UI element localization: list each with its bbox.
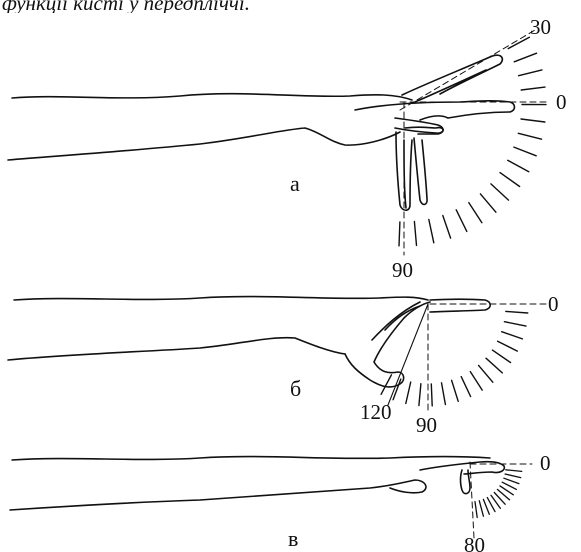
panel-c-forearm-lower <box>10 480 426 510</box>
panel-b-angle-scale <box>381 311 528 406</box>
panel-c-scale-tick <box>504 478 519 483</box>
panel-a-scale-tick <box>508 37 529 48</box>
panel-a-scale-tick <box>519 70 542 76</box>
panel-a-scale-tick <box>480 194 496 212</box>
panel-c-angle-scale <box>475 470 522 518</box>
panel-b-scale-tick <box>492 350 510 362</box>
panel-a-thumb <box>395 118 443 133</box>
panel-b-hand-flexed <box>345 302 430 387</box>
panel-b-scale-tick <box>498 341 518 351</box>
panel-b-scale-tick <box>406 382 411 403</box>
panel-b-forearm-upper <box>14 297 428 300</box>
panel-a-label: а <box>290 171 300 196</box>
panel-b-scale-tick <box>486 358 502 373</box>
panel-a-scale-tick <box>429 219 434 242</box>
panel-b-scale-tick <box>419 384 421 406</box>
panel-c-scale-tick <box>483 499 489 514</box>
panel-b-drawing <box>8 297 548 410</box>
panel-a-scale-tick <box>521 87 545 90</box>
panel-c-scale-tick <box>479 501 483 516</box>
panel-c-angle-label-80: 80 <box>464 533 485 552</box>
panel-a-axis-30 <box>400 30 535 110</box>
panel-a-scale-tick <box>443 216 451 239</box>
panel-a-drawing <box>8 30 548 255</box>
panel-b-scale-tick <box>479 365 493 382</box>
panel-b-scale-tick <box>431 384 432 406</box>
panel-c-forearm-upper <box>12 457 490 461</box>
panel-b-scale-tick <box>461 377 470 397</box>
panel-c-fingers <box>420 462 504 474</box>
panel-b-scale-tick <box>470 372 482 391</box>
panel-a-hand-neutral <box>355 101 515 134</box>
panel-a-scale-tick <box>399 222 400 246</box>
panel-c-label: в <box>288 526 298 551</box>
panel-b-angle-label-90: 90 <box>416 413 437 437</box>
panel-b-finger-flexed-1 <box>372 302 420 340</box>
panel-b-scale-tick <box>502 332 523 339</box>
panel-a-scale-tick <box>500 173 520 187</box>
panel-a-scale-tick <box>456 210 467 232</box>
panel-b-scale-tick <box>442 383 446 405</box>
panel-a-scale-tick <box>414 222 416 246</box>
panel-a-angle-label-90: 90 <box>392 258 413 282</box>
panel-a-angle-scale <box>399 37 546 246</box>
panel-c-scale-tick <box>475 502 477 518</box>
panel-b-scale-tick <box>506 311 528 313</box>
panel-c-scale-tick <box>505 474 521 478</box>
panel-a-scale-tick <box>491 184 509 200</box>
panel-c-drawing <box>10 457 532 539</box>
panel-a-angle-label-0: 0 <box>556 90 567 114</box>
panel-a-scale-tick <box>469 203 482 223</box>
panel-a-hand-flexed <box>396 132 427 210</box>
panel-a-scale-tick <box>514 53 536 62</box>
panel-b-forearm-lower <box>8 338 345 360</box>
panel-b-scale-tick <box>504 322 526 326</box>
panel-a-forearm-upper <box>12 94 412 100</box>
panel-a-scale-tick <box>514 147 536 156</box>
panel-b-scale-tick <box>452 380 459 401</box>
panel-a-scale-tick <box>508 160 529 171</box>
panel-b-fingers-extended <box>430 299 490 312</box>
panel-a-forearm-lower <box>8 128 400 160</box>
panel-a-scale-tick <box>518 133 541 139</box>
panel-b-label: б <box>290 376 301 401</box>
panel-c-angle-label-0: 0 <box>540 451 551 475</box>
panel-c-scale-tick <box>506 470 522 472</box>
panel-a-scale-tick <box>521 119 545 122</box>
panel-b-scale-tick <box>381 375 391 394</box>
panel-b-angle-label-0: 0 <box>548 292 559 316</box>
panel-a-angle-label-30: 30 <box>530 15 551 39</box>
panel-b-angle-label-120: 120 <box>360 400 392 424</box>
